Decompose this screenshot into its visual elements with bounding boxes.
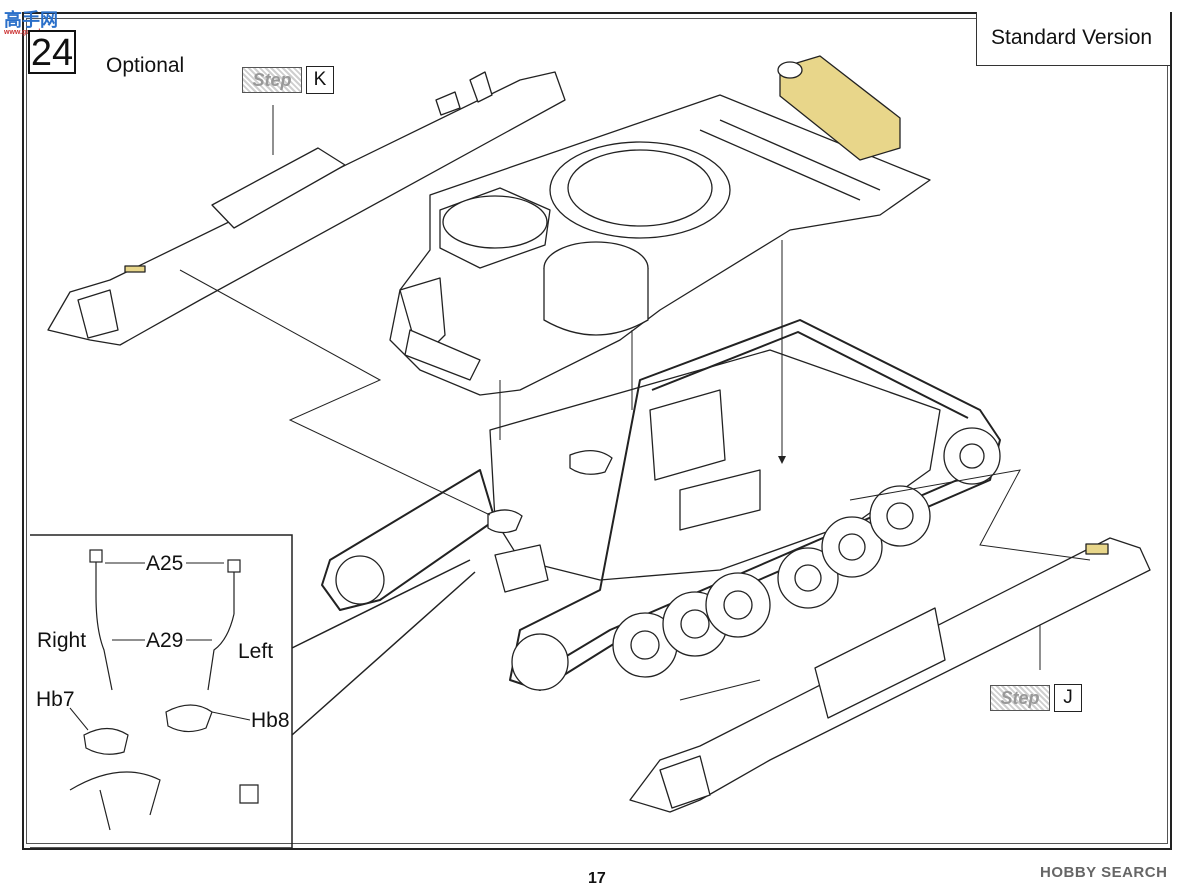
right-fender [629,537,1151,813]
upper-hull [389,94,931,396]
left-fender [47,71,566,346]
inset-parts [69,549,259,831]
part-label-hb8: Hb8 [251,709,290,732]
part-label-a25: A25 [146,552,184,575]
hobby-search-watermark: HOBBY SEARCH [1040,864,1168,881]
side-label-left: Left [238,640,274,663]
hull-seats [487,450,613,593]
optional-label: Optional [106,54,185,77]
step-ref-k: Step K [242,66,334,94]
step-letter: K [306,66,334,94]
exhaust-muffler [777,55,901,161]
step-letter: J [1054,684,1082,712]
version-box: Standard Version [976,12,1170,66]
step-tag: Step [242,67,302,93]
version-label: Standard Version [991,26,1153,49]
part-label-a29: A29 [146,629,184,652]
step-ref-j: Step J [990,684,1082,712]
step-tag: Step [990,685,1050,711]
watermark-text: 高手网 [4,10,58,30]
left-track [321,469,496,611]
road-wheels [335,427,1001,691]
page-number: 17 [588,870,606,887]
part-label-hb7: Hb7 [36,688,75,711]
lower-hull [489,349,941,581]
step-number: 24 [28,30,76,74]
side-label-right: Right [37,629,87,652]
page-frame [22,12,1172,850]
inset-panel [30,534,476,849]
